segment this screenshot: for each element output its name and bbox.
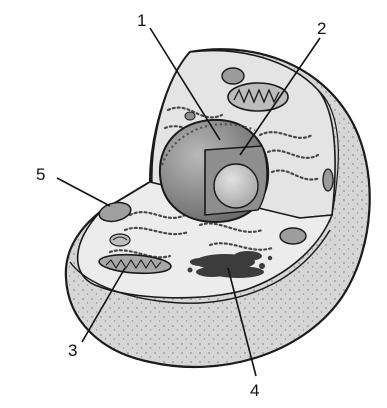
label-4: 4 [250,381,259,400]
vesicle-right [280,228,306,244]
label-3: 3 [68,341,77,360]
leader-line-5 [57,178,110,206]
label-2: 2 [317,19,326,38]
vesicle-side [323,169,333,191]
label-5: 5 [36,165,45,184]
label-1: 1 [137,11,146,30]
small-organelle-left [110,234,130,246]
nucleolus [214,164,258,208]
